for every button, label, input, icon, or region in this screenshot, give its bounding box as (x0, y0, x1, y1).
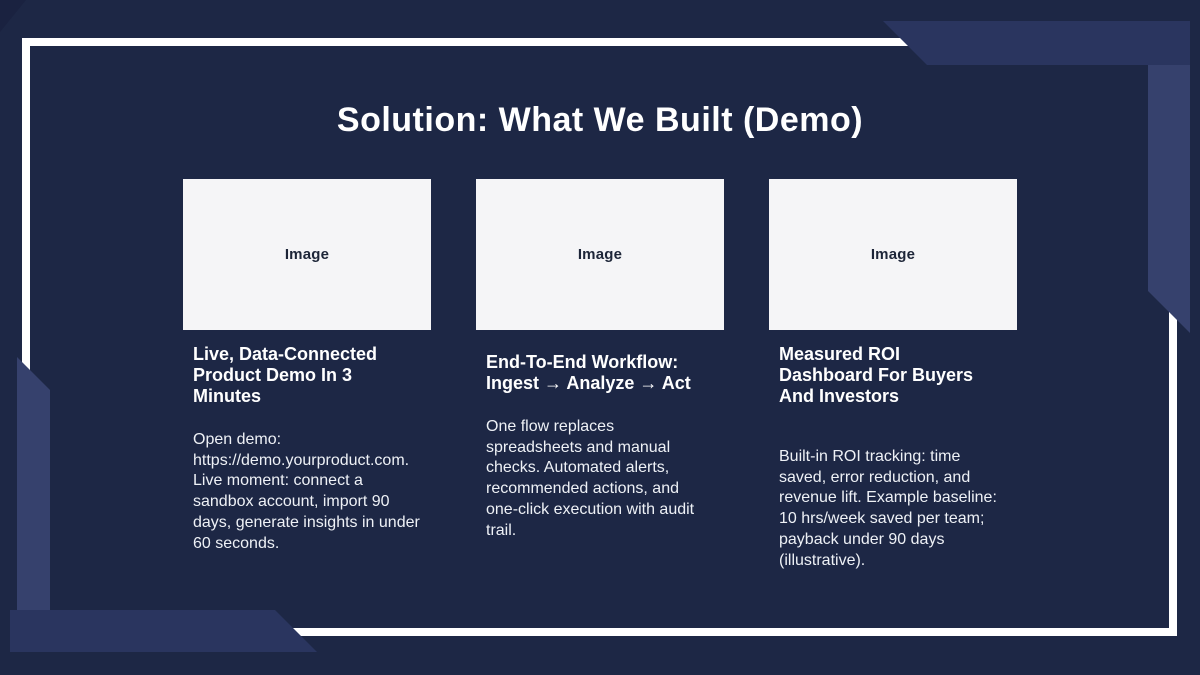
image-placeholder: Image (476, 179, 724, 330)
image-placeholder-label: Image (577, 246, 623, 263)
top-right-strip (1148, 65, 1190, 333)
feature-heading: End-To-End Workflow: Ingest → Analyze → … (486, 352, 691, 393)
image-placeholder: Image (769, 179, 1017, 330)
slide-title: Solution: What We Built (Demo) (336, 101, 864, 139)
feature-heading: Live, Data-Connected Product Demo In 3 M… (193, 344, 378, 406)
bottom-left-band (10, 610, 317, 652)
image-placeholder: Image (183, 179, 431, 330)
top-left-corner-triangle (0, 0, 26, 32)
image-placeholder-label: Image (284, 246, 330, 263)
feature-column: Image End-To-End Workflow: Ingest → Anal… (476, 179, 724, 571)
feature-body: Built-in ROI tracking: time saved, error… (779, 448, 997, 569)
feature-column: Image Measured ROI Dashboard For Buyers … (769, 179, 1017, 571)
bottom-left-bar (17, 357, 50, 611)
feature-body: Open demo: https://demo.yourproduct.com.… (193, 431, 420, 552)
image-placeholder-label: Image (870, 246, 916, 263)
feature-column: Image Live, Data-Connected Product Demo … (183, 179, 431, 571)
slide-frame (22, 38, 1177, 636)
top-right-band (883, 21, 1190, 65)
feature-body: One flow replaces spreadsheets and manua… (486, 418, 695, 539)
feature-heading: Measured ROI Dashboard For Buyers And In… (779, 344, 974, 406)
content-columns: Image Live, Data-Connected Product Demo … (183, 179, 1023, 571)
